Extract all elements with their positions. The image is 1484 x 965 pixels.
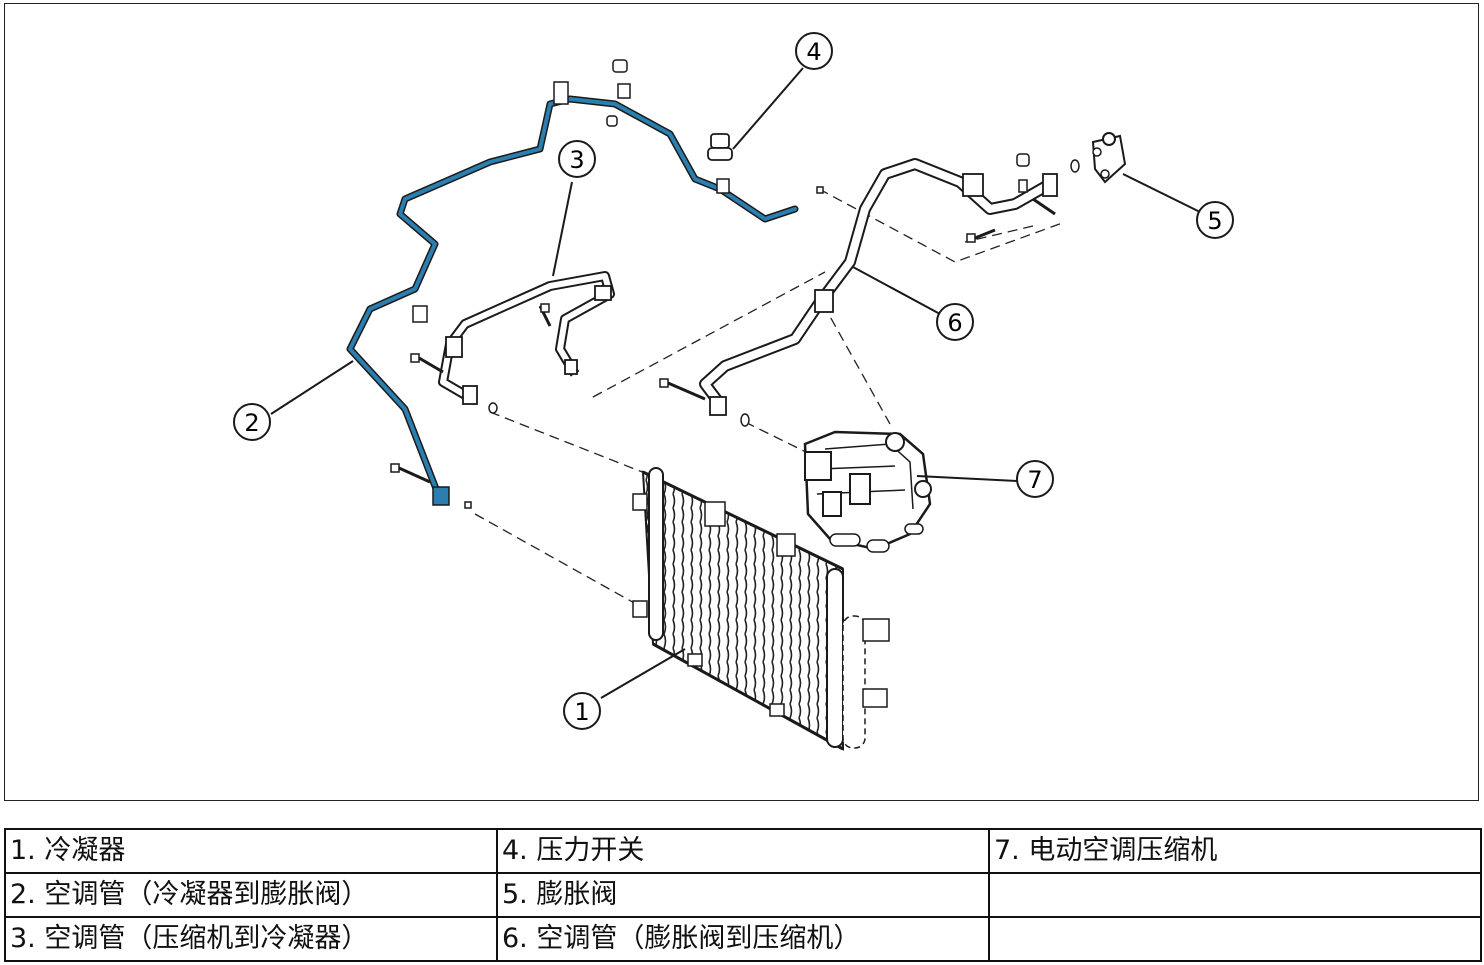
compressor-part xyxy=(803,430,932,553)
pipe-expansion-valve-to-compressor xyxy=(699,153,1058,427)
callout-1: 1 xyxy=(563,692,601,730)
legend-row: 1. 冷凝器 4. 压力开关 7. 电动空调压缩机 xyxy=(4,828,1482,874)
svg-text:5: 5 xyxy=(1207,207,1222,235)
svg-text:2: 2 xyxy=(244,409,259,437)
diagram-frame: 1 2 3 4 5 6 7 xyxy=(4,3,1479,801)
leader-lines xyxy=(270,67,1201,699)
callout-5: 5 xyxy=(1196,201,1234,239)
pressure-switch-part xyxy=(707,133,733,161)
expansion-valve-part xyxy=(1070,132,1127,184)
svg-text:7: 7 xyxy=(1027,466,1042,494)
ac-system-exploded-diagram: 1 2 3 4 5 6 7 xyxy=(233,32,1234,751)
callout-7: 7 xyxy=(1016,460,1054,498)
svg-text:1: 1 xyxy=(574,698,589,726)
legend-cell: 7. 电动空调压缩机 xyxy=(988,828,1482,874)
legend-cell: 4. 压力开关 xyxy=(496,828,990,874)
legend-cell: 1. 冷凝器 xyxy=(4,828,498,874)
svg-text:4: 4 xyxy=(806,38,821,66)
condenser-part xyxy=(632,467,890,751)
legend-cell xyxy=(988,872,1482,918)
parts-legend-table: 1. 冷凝器 4. 压力开关 7. 电动空调压缩机 2. 空调管（冷凝器到膨胀阀… xyxy=(4,828,1482,962)
legend-cell: 3. 空调管（压缩机到冷凝器） xyxy=(4,916,498,962)
callout-3: 3 xyxy=(558,140,596,178)
callout-4: 4 xyxy=(795,32,833,70)
svg-text:3: 3 xyxy=(569,146,584,174)
legend-cell: 2. 空调管（冷凝器到膨胀阀） xyxy=(4,872,498,918)
callout-2: 2 xyxy=(233,403,271,441)
svg-text:6: 6 xyxy=(947,309,962,337)
legend-cell: 6. 空调管（膨胀阀到压缩机） xyxy=(496,916,990,962)
legend-cell: 5. 膨胀阀 xyxy=(496,872,990,918)
pipe-compressor-to-condenser xyxy=(412,271,615,414)
highlight-stroke xyxy=(348,97,797,501)
legend-row: 2. 空调管（冷凝器到膨胀阀） 5. 膨胀阀 xyxy=(4,872,1482,918)
bolts xyxy=(390,115,996,509)
callout-6: 6 xyxy=(936,303,974,341)
pipe-condenser-to-expansion-valve xyxy=(346,59,799,506)
legend-row: 3. 空调管（压缩机到冷凝器） 6. 空调管（膨胀阀到压缩机） xyxy=(4,916,1482,962)
legend-cell xyxy=(988,916,1482,962)
